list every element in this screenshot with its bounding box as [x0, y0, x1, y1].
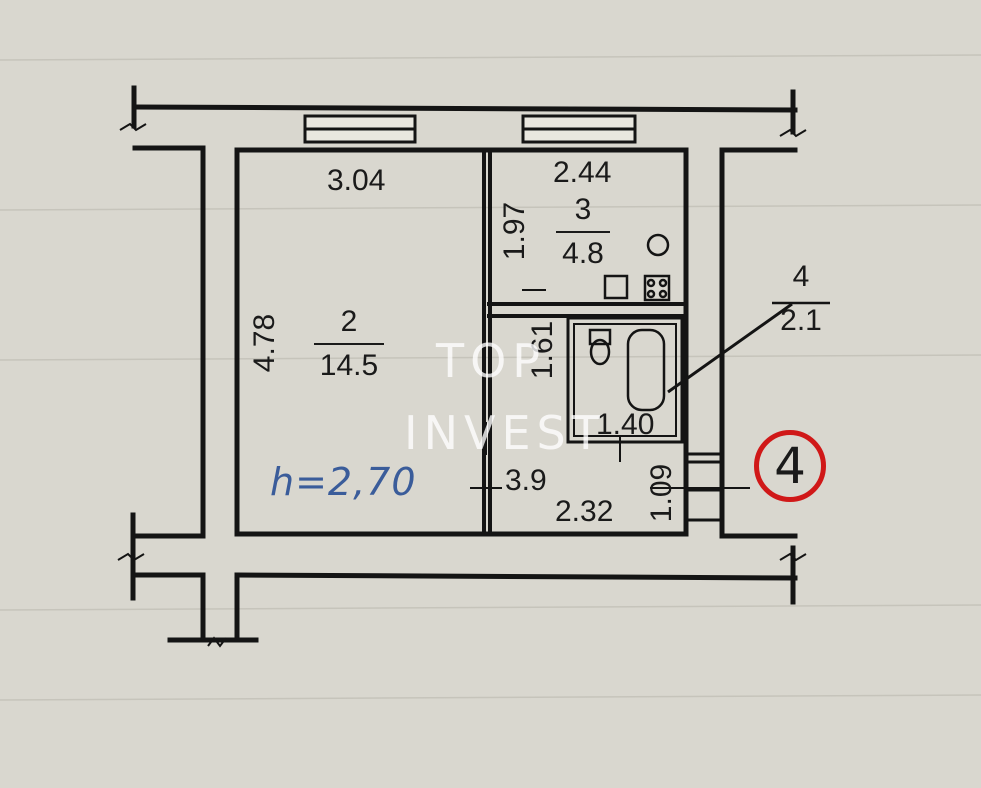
- fraction-bar: [314, 343, 384, 345]
- fixtures: [470, 233, 830, 489]
- room1-area-label: 3.9: [505, 464, 547, 497]
- bathtub-icon: [626, 328, 666, 412]
- walls: [130, 85, 798, 643]
- room2-label: 2 14.5: [312, 307, 386, 381]
- room2-width-label: 3.04: [327, 164, 386, 197]
- fraction-bar: [556, 231, 610, 233]
- room4-number: 4: [792, 260, 810, 293]
- bathroom-width-label: 1.40: [596, 408, 655, 441]
- apartment-number: 4: [774, 437, 806, 495]
- hall-width-label: 2.32: [555, 495, 614, 528]
- wall-break-marks: [117, 122, 807, 648]
- room2-length-label: 4.78: [248, 313, 282, 373]
- room3-area: 4.8: [562, 237, 604, 270]
- room3-width-label: 2.44: [553, 156, 612, 189]
- room4-area: 2.1: [780, 304, 822, 337]
- toilet-icon: [588, 328, 612, 346]
- apartment-number-stamp: 4: [754, 430, 826, 502]
- ceiling-height-note: h=2,70: [270, 460, 417, 504]
- sink-icon: [603, 274, 629, 300]
- hall-length-label: 1.09: [645, 463, 679, 523]
- room2-number: 2: [340, 305, 358, 338]
- watermark-line1: TOP: [436, 334, 547, 388]
- stove-icon: [643, 274, 671, 302]
- room3-number: 3: [574, 193, 592, 226]
- room4-label: 4 2.1: [770, 262, 832, 336]
- partitions: [482, 152, 722, 534]
- watermark-line2: INVEST: [404, 406, 606, 460]
- room2-area: 14.5: [319, 349, 379, 382]
- room3-length-label: 1.97: [498, 201, 532, 261]
- drain-icon: [646, 233, 670, 257]
- windows: [303, 114, 637, 144]
- room3-label: 3 4.8: [554, 195, 612, 269]
